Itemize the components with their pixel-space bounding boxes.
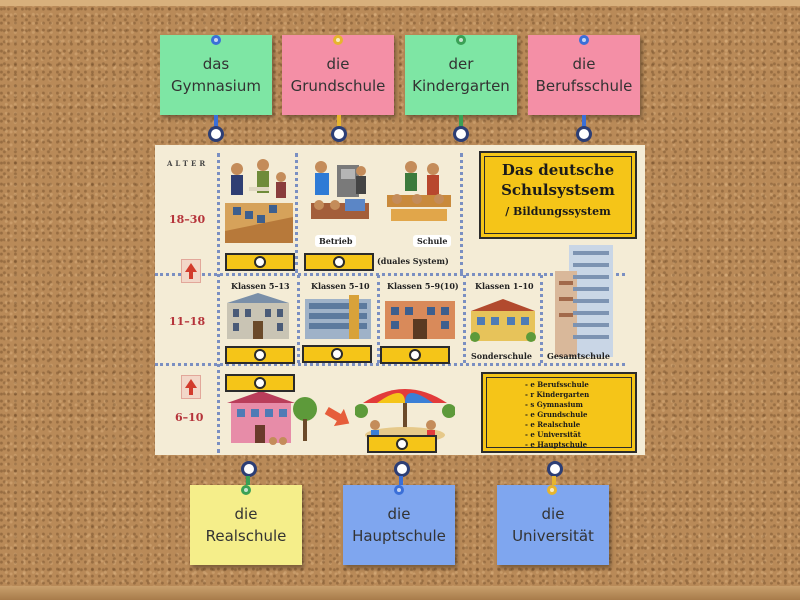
- card-die-berufsschule[interactable]: die Berufsschule: [528, 35, 640, 115]
- sonderschule-label: Sonderschule: [471, 351, 532, 361]
- pushpin-icon: [241, 485, 251, 495]
- column-divider: [460, 153, 463, 273]
- pushpin-icon: [394, 485, 404, 495]
- pushpin-icon: [333, 35, 343, 45]
- poster-title-line1: Das deutsche: [501, 161, 615, 179]
- drop-slot-hole: [331, 348, 343, 360]
- card-der-kindergarten[interactable]: der Kindergarten: [405, 35, 517, 115]
- card-drop-connector[interactable]: [576, 126, 592, 142]
- column-divider: [377, 275, 380, 363]
- card-connector-stem: [582, 115, 586, 129]
- word-list-item: - s Gymnasium: [525, 400, 583, 409]
- drop-slot-universitaet[interactable]: [225, 253, 295, 271]
- card-die-realschule[interactable]: die Realschule: [190, 485, 302, 565]
- poster-title-box: Das deutsche Schulsystsem / Bildungssyst…: [479, 151, 637, 239]
- gesamtschule-building-illustration: [555, 245, 613, 357]
- row-divider: [155, 363, 625, 366]
- card-connector-stem: [552, 476, 556, 490]
- age-label-18-30: 18–30: [169, 213, 206, 226]
- word-list-item: - e Grundschule: [525, 410, 588, 419]
- pushpin-icon: [211, 35, 221, 45]
- row-divider: [155, 273, 625, 276]
- school-system-poster: ALTER 18–30 11–18 6–10 Betrieb Schule: [155, 145, 645, 455]
- column-divider: [540, 275, 543, 363]
- poster-title-line3: / Bildungssystem: [505, 205, 611, 218]
- drop-slot-hole: [254, 377, 266, 389]
- drop-slot-hole: [254, 349, 266, 361]
- arrow-up-icon: [181, 375, 201, 399]
- card-connector-stem: [399, 476, 403, 490]
- card-connector-stem: [459, 115, 463, 129]
- pushpin-icon: [579, 35, 589, 45]
- column-divider: [295, 153, 298, 273]
- word-list: - e Berufsschule- r Kindergarten- s Gymn…: [483, 374, 635, 450]
- drop-slot-gymnasium[interactable]: [225, 346, 295, 364]
- drop-slot-hole: [396, 438, 408, 450]
- card-label: das Gymnasium: [171, 55, 261, 95]
- sonderschule-building-illustration: [470, 299, 536, 342]
- word-list-item: - e Hauptschule: [525, 440, 588, 449]
- card-drop-connector[interactable]: [394, 461, 410, 477]
- corkboard-frame-bottom: [0, 586, 800, 600]
- drop-slot-hauptschule[interactable]: [380, 346, 450, 364]
- betrieb-caption: Betrieb: [315, 235, 357, 247]
- age-label-11-18: 11–18: [169, 315, 206, 328]
- gesamtschule-label: Gesamtschule: [547, 351, 610, 361]
- pushpin-icon: [547, 485, 557, 495]
- word-list-item: - e Universität: [525, 430, 581, 439]
- university-illustration: [225, 159, 293, 243]
- word-list-item: - e Realschule: [525, 420, 581, 429]
- gymnasium-building-illustration: [227, 293, 289, 339]
- betrieb-illustration: [311, 161, 369, 219]
- column-divider: [297, 275, 300, 363]
- arrow-right-icon: [324, 407, 350, 427]
- alter-label: ALTER: [167, 159, 209, 168]
- card-label: der Kindergarten: [412, 55, 510, 95]
- column-divider: [463, 275, 466, 363]
- word-list-item: - e Berufsschule: [525, 380, 589, 389]
- drop-slot-hole: [333, 256, 345, 268]
- card-label: die Berufsschule: [535, 55, 633, 95]
- grundschule-building-illustration: [227, 391, 317, 445]
- card-drop-connector[interactable]: [453, 126, 469, 142]
- card-label: die Realschule: [205, 505, 287, 545]
- klassen-label-hauptschule: Klassen 5–9(10): [387, 281, 459, 291]
- card-das-gymnasium[interactable]: das Gymnasium: [160, 35, 272, 115]
- drop-slot-realschule[interactable]: [302, 345, 372, 363]
- card-connector-stem: [246, 476, 250, 490]
- card-connector-stem: [214, 115, 218, 129]
- card-drop-connector[interactable]: [331, 126, 347, 142]
- klassen-label-sonderschule: Klassen 1–10: [475, 281, 534, 291]
- drop-slot-grundschule[interactable]: [225, 374, 295, 392]
- duales-system-caption: (duales System): [377, 256, 449, 266]
- column-divider: [217, 153, 220, 453]
- schule-illustration: [387, 161, 451, 221]
- drop-slot-hole: [409, 349, 421, 361]
- corkboard-frame-top: [0, 0, 800, 6]
- schule-caption: Schule: [413, 235, 452, 247]
- klassen-label-realschule: Klassen 5–10: [311, 281, 370, 291]
- hauptschule-building-illustration: [385, 301, 455, 339]
- age-label-6-10: 6–10: [175, 411, 204, 424]
- card-die-universitaet[interactable]: die Universität: [497, 485, 609, 565]
- card-label: die Universität: [512, 505, 594, 545]
- realschule-building-illustration: [305, 295, 371, 339]
- drop-slot-hole: [254, 256, 266, 268]
- card-connector-stem: [337, 115, 341, 129]
- drop-slot-kindergarten[interactable]: [367, 435, 437, 453]
- card-die-grundschule[interactable]: die Grundschule: [282, 35, 394, 115]
- card-label: die Grundschule: [290, 55, 386, 95]
- klassen-label-gymnasium: Klassen 5–13: [231, 281, 290, 291]
- word-list-box: - e Berufsschule- r Kindergarten- s Gymn…: [481, 372, 637, 453]
- arrow-up-icon: [181, 259, 201, 283]
- drop-slot-berufsschule[interactable]: [304, 253, 374, 271]
- card-drop-connector[interactable]: [241, 461, 257, 477]
- card-die-hauptschule[interactable]: die Hauptschule: [343, 485, 455, 565]
- poster-title-line2: Schulsystsem: [501, 181, 615, 199]
- card-drop-connector[interactable]: [547, 461, 563, 477]
- card-drop-connector[interactable]: [208, 126, 224, 142]
- word-list-item: - r Kindergarten: [525, 390, 590, 399]
- card-label: die Hauptschule: [352, 505, 446, 545]
- pushpin-icon: [456, 35, 466, 45]
